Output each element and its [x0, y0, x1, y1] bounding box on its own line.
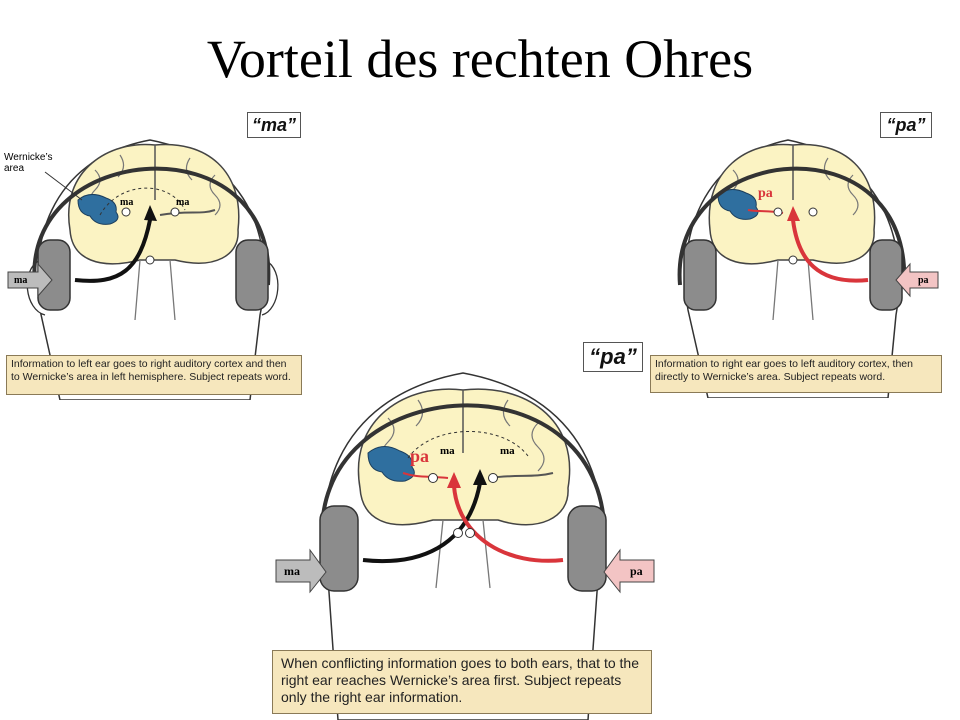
- caption-bottom: When conflicting information goes to bot…: [272, 650, 652, 714]
- label-ma-bottom-right: ma: [500, 445, 515, 457]
- label-ma-bottom-left: ma: [440, 445, 455, 457]
- bottom-quote-bubble: “pa”: [583, 342, 643, 372]
- bottom-ear-label-right: pa: [630, 564, 643, 578]
- panel-left-ear: “ma” Wernicke’s area ma ma ma Informatio…: [0, 100, 312, 400]
- label-pa-red: pa: [758, 186, 773, 201]
- left-ear-label: ma: [14, 275, 28, 286]
- label-pa-red-bottom: pa: [410, 446, 430, 466]
- label-ma-right: ma: [176, 197, 190, 208]
- bottom-right-input-arrow: [603, 548, 655, 594]
- red-path: [791, 219, 869, 283]
- both-ears-illustration: [275, 372, 655, 720]
- caption-left: Information to left ear goes to right au…: [6, 355, 302, 395]
- right-ear-label: pa: [918, 275, 929, 286]
- black-path: [74, 219, 152, 283]
- panel-right-ear: “pa” pa pa Information to right ear goes…: [648, 100, 946, 398]
- wernicke-area-shape-right: [717, 189, 759, 220]
- left-ear-illustration: [7, 139, 279, 400]
- left-input-arrow: [7, 262, 53, 298]
- right-quote-bubble: “pa”: [880, 112, 932, 138]
- right-headphone: [235, 239, 269, 311]
- caption-right: Information to right ear goes to left au…: [650, 355, 942, 393]
- wernicke-label: Wernicke’s area: [4, 152, 53, 174]
- wernicke-area-shape: [77, 194, 119, 225]
- right-ear-illustration: [677, 139, 939, 398]
- bottom-left-input-arrow: [275, 548, 327, 594]
- left-quote-bubble: “ma”: [247, 112, 301, 138]
- bottom-ear-label-left: ma: [284, 564, 300, 578]
- panel-both-ears: “pa” pa ma ma ma pa When conflicting inf…: [268, 328, 658, 720]
- label-ma-left: ma: [120, 197, 134, 208]
- slide-title: Vorteil des rechten Ohres: [206, 29, 754, 89]
- right-input-arrow: [895, 262, 939, 298]
